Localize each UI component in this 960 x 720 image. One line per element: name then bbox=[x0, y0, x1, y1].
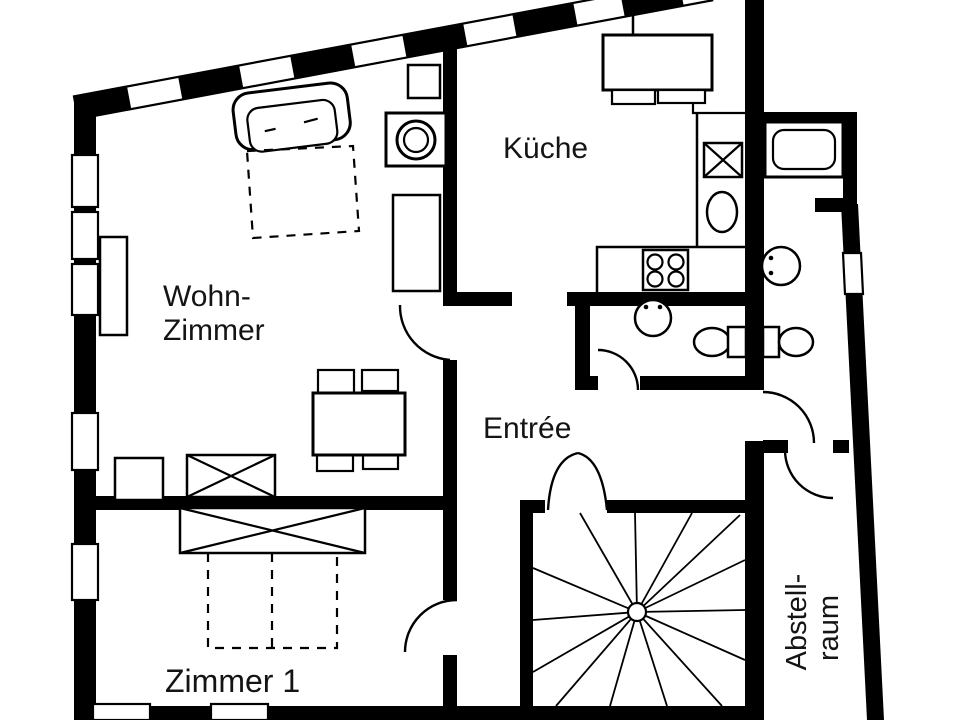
dining-set bbox=[311, 368, 407, 473]
window bbox=[841, 251, 865, 296]
room-label-abstellraum-line2: raum bbox=[813, 595, 845, 661]
stair-newel bbox=[626, 601, 648, 623]
door-arc-living-room bbox=[398, 304, 451, 362]
door-arc-wc bbox=[597, 348, 640, 391]
burner bbox=[646, 253, 664, 271]
bathtub bbox=[763, 120, 845, 179]
door-arc-stairwell-entry bbox=[546, 451, 609, 511]
window bbox=[70, 411, 100, 472]
rug-outline bbox=[245, 144, 361, 240]
kitchen-unit bbox=[601, 10, 745, 115]
door-arc-bathroom bbox=[762, 390, 816, 444]
room-label-kueche: Küche bbox=[503, 132, 588, 165]
exterior-wall-bottom bbox=[74, 702, 763, 720]
sideboard bbox=[185, 453, 277, 499]
wardrobe bbox=[178, 506, 367, 555]
chair bbox=[316, 368, 356, 395]
cooktop bbox=[641, 248, 690, 292]
burner bbox=[667, 270, 685, 288]
window bbox=[70, 210, 100, 261]
window bbox=[209, 702, 270, 720]
dining-table bbox=[311, 391, 407, 457]
kitchen-counter bbox=[595, 113, 745, 292]
dishwasher bbox=[702, 141, 744, 179]
room-label-abstellraum-line1: Abstell- bbox=[781, 574, 813, 671]
spiral-staircase bbox=[532, 512, 746, 707]
exterior-wall-right-diagonal bbox=[841, 204, 884, 720]
door-arc-zimmer1 bbox=[403, 598, 458, 653]
bath-washbasin bbox=[760, 245, 802, 287]
window bbox=[70, 262, 100, 317]
stove-flue-box bbox=[406, 63, 442, 100]
room-label-zimmer1: Zimmer 1 bbox=[165, 663, 300, 699]
stair-treads bbox=[532, 512, 746, 707]
bath-toilet bbox=[761, 325, 815, 359]
wc-washbasin bbox=[633, 298, 673, 338]
chair bbox=[360, 368, 400, 393]
window bbox=[70, 153, 100, 209]
wood-stove bbox=[384, 111, 448, 168]
kitchen-sink bbox=[705, 190, 739, 234]
sofa bbox=[231, 81, 352, 153]
window bbox=[91, 702, 152, 720]
stool bbox=[113, 456, 165, 502]
interior-walls bbox=[74, 0, 857, 720]
window bbox=[70, 542, 100, 602]
burner bbox=[646, 270, 664, 288]
room-label-wohnzimmer-line2: Zimmer bbox=[163, 314, 265, 347]
room-label-wohnzimmer-line1: Wohn- bbox=[163, 280, 251, 313]
door-arc-storage bbox=[783, 449, 834, 500]
bed-outline-dashed bbox=[206, 553, 339, 650]
wc-toilet bbox=[692, 325, 748, 359]
radiator bbox=[98, 235, 129, 337]
tall-cabinet bbox=[391, 193, 442, 293]
burner bbox=[667, 253, 685, 271]
room-label-entree: Entrée bbox=[483, 412, 571, 445]
exterior-wall-left bbox=[70, 98, 100, 720]
